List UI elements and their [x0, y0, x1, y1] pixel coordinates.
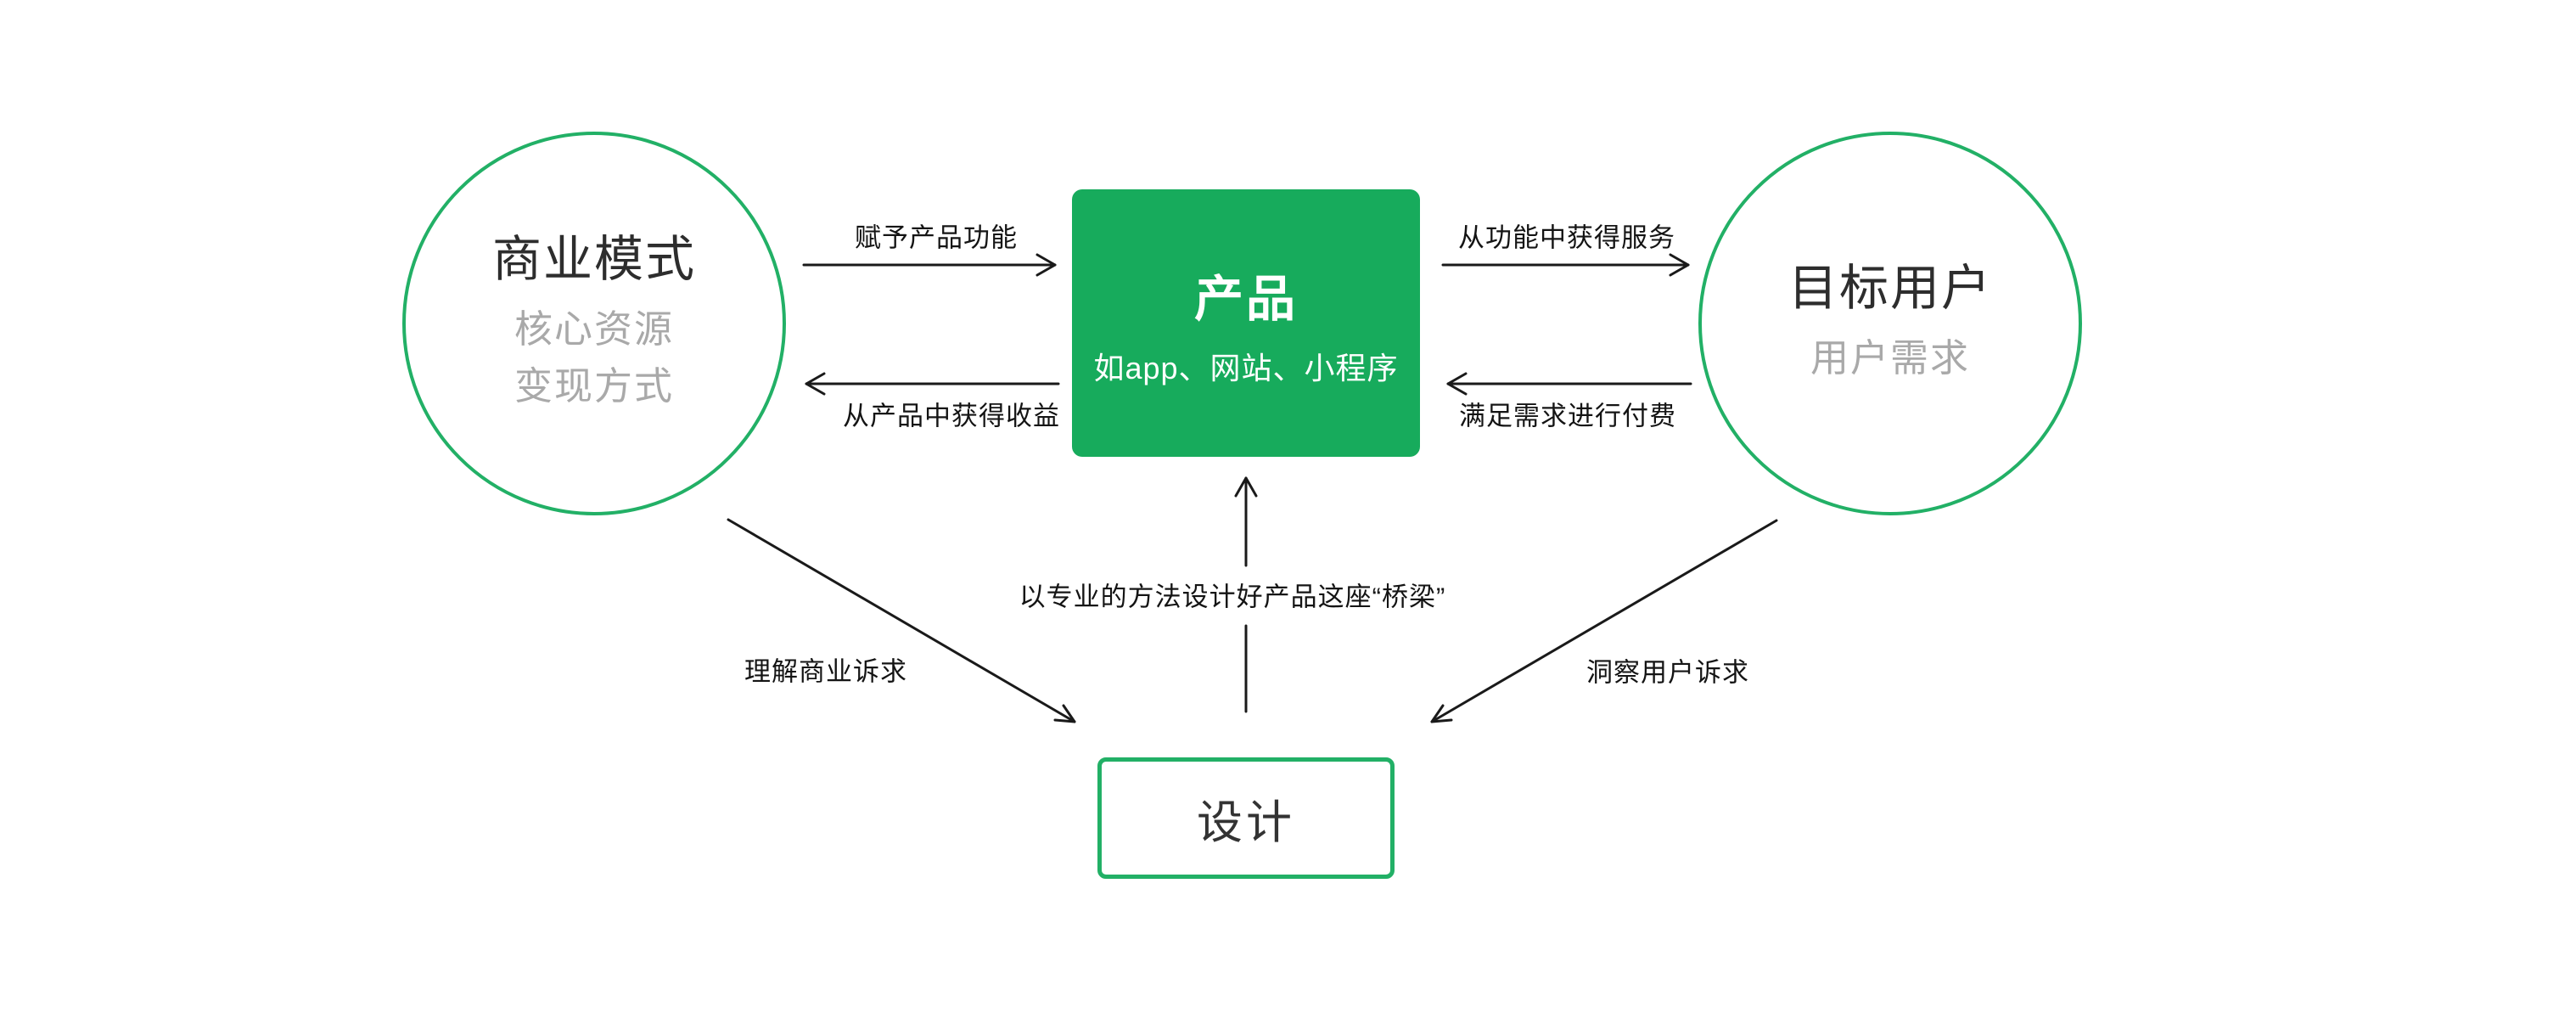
label-product-to-users: 从功能中获得服务 [1458, 222, 1675, 253]
arrow-users-to-product-head [1446, 372, 1468, 396]
arrow-design-to-product [1234, 476, 1258, 713]
label-business-to-product: 赋予产品功能 [855, 222, 1018, 253]
business-model-subtitle-core-resources: 核心资源 [514, 307, 674, 351]
product-subtitle: 如app、网站、小程序 [1093, 350, 1399, 385]
design-node: 设计 [1097, 757, 1395, 879]
label-users-to-design: 洞察用户诉求 [1586, 657, 1749, 688]
arrow-users-to-design-head [1430, 704, 1453, 723]
label-design-to-product: 以专业的方法设计好产品这座“桥梁” [1019, 582, 1446, 612]
arrow-users-to-design [1430, 519, 1778, 723]
product-node: 产品 如app、网站、小程序 [1072, 189, 1420, 457]
arrow-users-to-design-line [1430, 519, 1778, 723]
arrow-users-to-product [1446, 372, 1692, 396]
arrow-business-to-design-head [1053, 704, 1076, 723]
arrow-product-to-business-head [805, 372, 826, 396]
business-model-title: 商业模式 [491, 232, 696, 288]
arrow-business-to-design [727, 518, 1076, 723]
business-model-node: 商业模式 核心资源 变现方式 [402, 132, 786, 515]
business-model-subtitle-monetization: 变现方式 [514, 364, 674, 408]
label-users-to-product: 满足需求进行付费 [1459, 401, 1676, 431]
design-title: 设计 [1197, 797, 1295, 848]
label-product-to-business: 从产品中获得收益 [843, 401, 1060, 431]
label-business-to-design: 理解商业诉求 [744, 656, 907, 687]
arrow-business-to-design-line [727, 518, 1076, 723]
target-users-title: 目标用户 [1787, 260, 1992, 316]
arrow-business-to-product-head [1035, 253, 1057, 277]
product-title: 产品 [1193, 271, 1298, 327]
target-users-subtitle: 用户需求 [1810, 335, 1970, 380]
arrow-product-to-users [1441, 253, 1690, 277]
arrow-design-to-product-head [1234, 476, 1258, 498]
arrow-business-to-product [802, 253, 1057, 277]
target-users-node: 目标用户 用户需求 [1698, 132, 2082, 515]
arrow-product-to-users-head [1669, 253, 1690, 277]
arrow-product-to-business [805, 372, 1060, 396]
